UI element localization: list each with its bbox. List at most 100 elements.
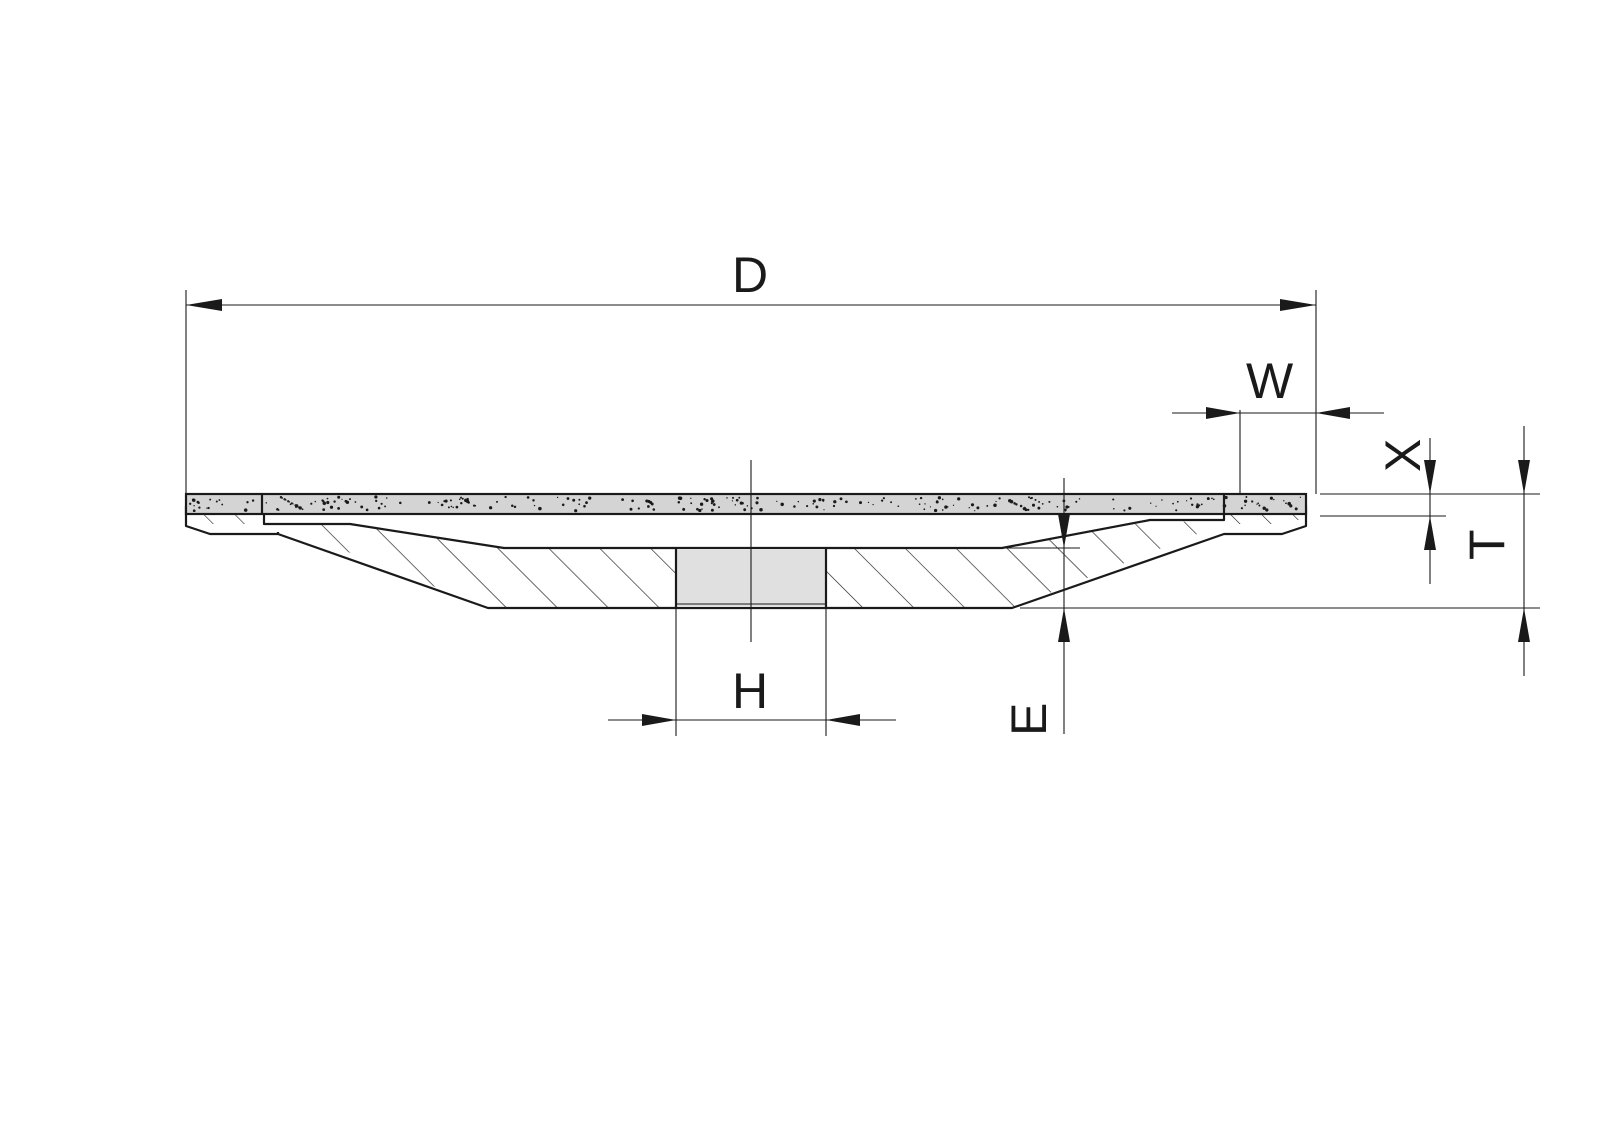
grit-speck	[780, 502, 784, 507]
grit-speck	[1027, 508, 1030, 512]
grit-speck	[285, 499, 287, 501]
grit-speck	[738, 496, 741, 499]
grit-speck	[726, 497, 728, 499]
grit-speck	[349, 498, 351, 501]
grit-speck	[929, 506, 932, 508]
grit-speck	[649, 500, 653, 504]
grit-speck	[647, 505, 650, 508]
grit-speck	[215, 500, 218, 503]
grit-speck	[1056, 505, 1059, 508]
grit-speck	[882, 497, 885, 500]
grit-speck	[1190, 503, 1194, 507]
grit-speck	[897, 505, 900, 508]
grit-speck	[937, 496, 942, 500]
grit-speck	[588, 496, 592, 500]
grit-speck	[974, 510, 976, 512]
grit-speck	[1038, 500, 1041, 503]
grit-speck	[556, 496, 559, 499]
abrasive-layer	[184, 492, 1308, 516]
grit-speck	[631, 499, 634, 503]
grit-speck	[941, 498, 944, 501]
dimension-t: T	[1020, 426, 1540, 676]
grit-speck	[822, 500, 825, 502]
grit-speck	[1244, 504, 1246, 507]
grit-speck	[1172, 502, 1174, 505]
grit-speck	[472, 504, 476, 507]
grit-speck	[452, 506, 454, 509]
grit-speck	[374, 495, 378, 499]
grit-speck	[1243, 499, 1248, 503]
grit-speck	[1211, 497, 1213, 500]
grit-speck	[880, 499, 884, 502]
grit-speck	[701, 508, 703, 510]
grit-speck	[993, 503, 997, 507]
hub-outline	[184, 506, 1308, 610]
grit-speck	[712, 503, 716, 506]
grit-speck	[443, 500, 446, 503]
grit-speck	[322, 500, 325, 503]
grit-speck	[1034, 498, 1037, 501]
grit-speck	[1065, 505, 1069, 509]
grit-speck	[935, 500, 939, 504]
grit-speck	[731, 500, 734, 502]
grit-speck	[806, 505, 809, 508]
grit-speck	[399, 501, 402, 505]
grit-speck	[867, 501, 870, 504]
grit-speck	[746, 505, 749, 507]
grit-speck	[532, 499, 535, 502]
grit-speck	[314, 500, 317, 503]
grit-speck	[326, 500, 330, 505]
grit-speck	[1150, 502, 1152, 504]
grit-speck	[832, 504, 836, 508]
grit-speck	[206, 507, 208, 509]
grit-speck	[461, 497, 464, 500]
dimension-w: W	[1172, 353, 1384, 494]
grit-speck	[526, 496, 530, 499]
grit-speck	[918, 503, 921, 506]
grit-speck	[759, 507, 763, 512]
label-h: H	[732, 663, 768, 719]
grit-speck	[818, 497, 822, 502]
grit-speck	[718, 506, 720, 509]
grit-speck	[1123, 509, 1126, 512]
grit-speck	[488, 506, 493, 510]
grit-speck	[583, 504, 586, 508]
grit-speck	[465, 499, 470, 504]
grit-speck	[699, 502, 704, 506]
grit-speck	[504, 495, 507, 499]
grit-speck	[923, 508, 926, 511]
grit-speck	[447, 506, 450, 509]
grit-speck	[277, 509, 280, 511]
grit-speck	[538, 506, 542, 511]
grit-speck	[735, 498, 739, 502]
grit-speck	[711, 499, 715, 503]
grit-speck	[741, 501, 744, 505]
grit-speck	[1251, 500, 1254, 503]
grit-speck	[265, 502, 268, 504]
grit-speck	[189, 502, 192, 505]
grit-speck	[561, 503, 565, 507]
grit-speck	[458, 498, 461, 501]
grit-speck	[1222, 504, 1227, 508]
grit-speck	[578, 498, 581, 501]
grit-speck	[812, 499, 816, 503]
grit-speck	[365, 508, 369, 512]
grit-speck	[1299, 496, 1302, 498]
grit-speck	[450, 505, 453, 508]
hub-inner-upper	[262, 506, 1226, 550]
grit-speck	[1283, 500, 1285, 502]
grit-speck	[337, 495, 341, 499]
grit-speck	[1262, 506, 1266, 510]
grit-speck	[341, 498, 343, 500]
grit-speck	[221, 503, 224, 506]
grit-speck	[578, 503, 581, 506]
grit-speck	[1037, 506, 1041, 510]
grit-speck	[1029, 497, 1032, 500]
grit-speck	[295, 506, 297, 509]
grit-speck	[1155, 505, 1157, 507]
grit-speck	[197, 501, 200, 505]
grit-speck	[823, 509, 825, 511]
grit-speck	[207, 506, 210, 510]
grit-speck	[1245, 496, 1248, 498]
grit-speck	[995, 500, 997, 503]
